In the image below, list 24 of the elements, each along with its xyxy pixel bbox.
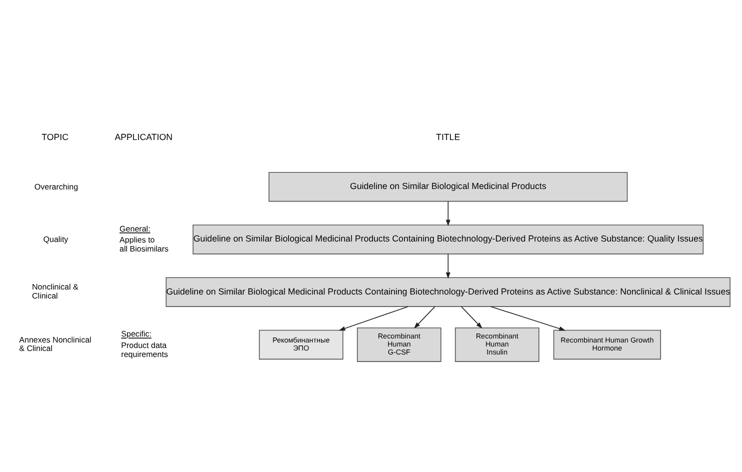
node-box: Рекомбинантные ЭПО (258, 330, 344, 360)
label: Nonclinical & Clinical (32, 282, 78, 301)
label: Quality (43, 234, 68, 244)
arrow (414, 306, 436, 329)
label: TOPIC (42, 132, 68, 142)
node-box: Guideline on Similar Biological Medicinal Products (268, 172, 628, 202)
node-box: Recombinant Human Growth Hormone (553, 330, 661, 360)
label: Overarching (34, 182, 78, 192)
label: Product data requirements (121, 340, 168, 359)
node-box: Guideline on Similar Biological Medicinal Products Containing Biotechnology-Derived Proteins as Active Substance: Nonclinical & Clinical Issues (166, 277, 730, 307)
label: General: (120, 224, 150, 234)
arrow (460, 306, 482, 329)
arrow (490, 306, 566, 331)
arrow (446, 200, 450, 226)
label: TITLE (436, 132, 460, 142)
label: Annexes Nonclinical & Clinical (19, 335, 92, 354)
label: APPLICATION (114, 132, 172, 142)
arrow (446, 254, 450, 279)
label: Applies to all Biosimilars (120, 236, 169, 254)
node-box: Recombinant Human Insulin (454, 327, 540, 362)
node-box: Recombinant Human G-CSF (356, 327, 442, 362)
node-box: Guideline on Similar Biological Medicinal Products Containing Biotechnology-Derived Proteins as Active Substance: Quality Issues (192, 224, 704, 254)
arrow (338, 306, 408, 331)
label: Specific: (121, 330, 152, 339)
